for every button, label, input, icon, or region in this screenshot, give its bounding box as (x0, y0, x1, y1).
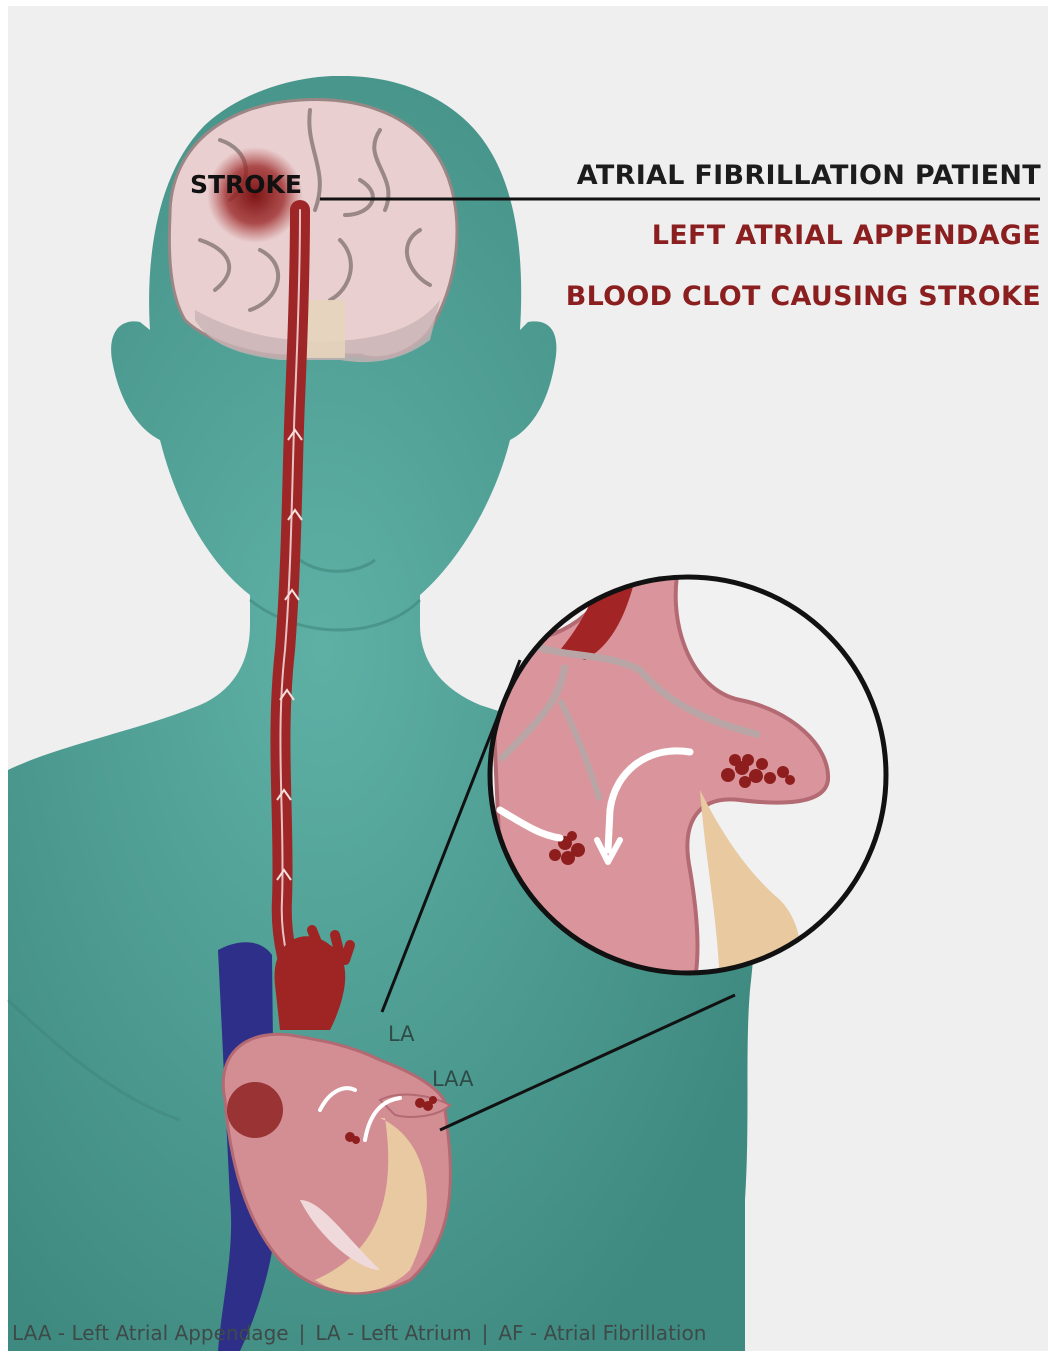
laa-label: LAA (432, 1067, 474, 1091)
brain (169, 99, 457, 362)
legend-item-af: AF - Atrial Fibrillation (498, 1321, 706, 1345)
atrial-fibrillation-patient-label: ATRIAL FIBRILLATION PATIENT (577, 160, 1041, 191)
legend-separator: | (299, 1321, 306, 1345)
right-atrium (227, 1082, 283, 1138)
stroke-label: STROKE (190, 170, 302, 199)
legend-separator: | (482, 1321, 489, 1345)
la-label: LA (388, 1022, 415, 1046)
legend-item-laa: LAA - Left Atrial Appendage (12, 1321, 289, 1345)
blood-clot-label: BLOOD CLOT CAUSING STROKE (566, 281, 1041, 312)
abbreviation-legend: LAA - Left Atrial Appendage | LA - Left At… (12, 1321, 706, 1345)
left-atrial-appendage-label: LEFT ATRIAL APPENDAGE (652, 220, 1041, 251)
legend-item-la: LA - Left Atrium (315, 1321, 471, 1345)
